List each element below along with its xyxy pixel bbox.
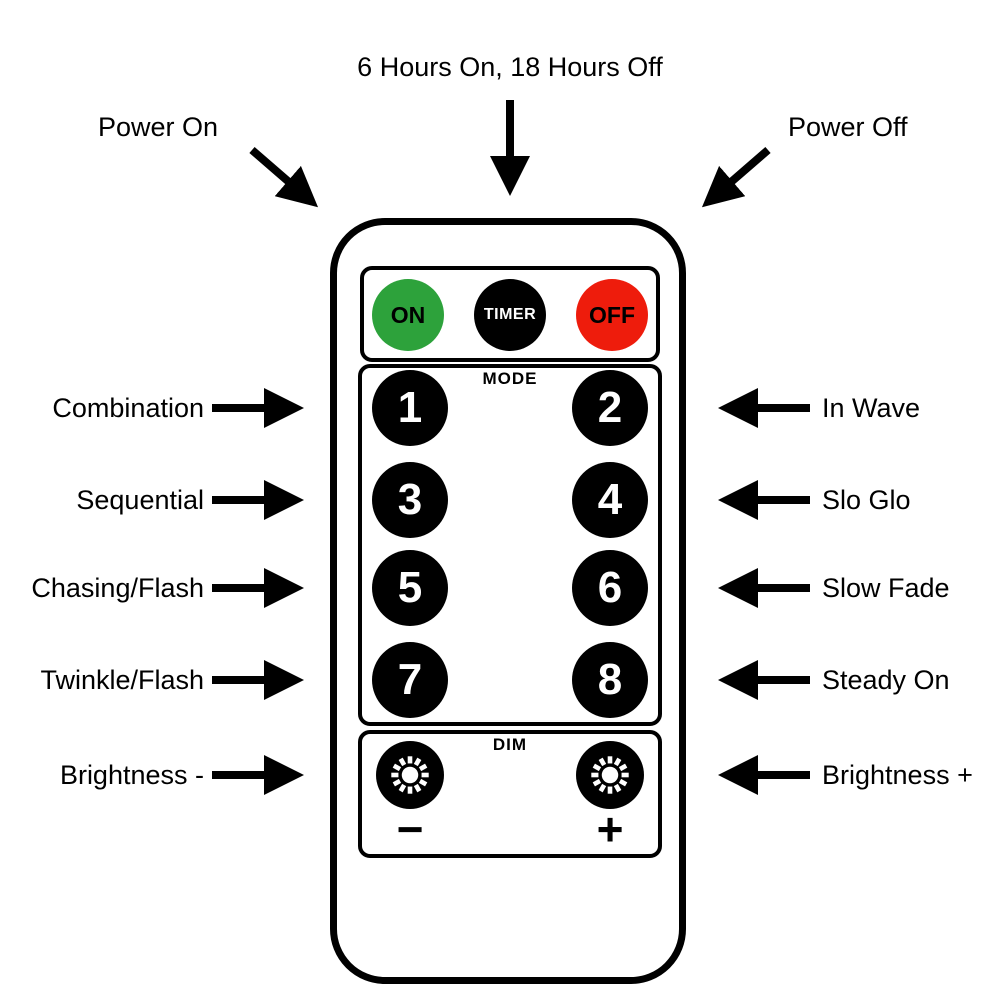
brightness-down-button[interactable] — [376, 741, 444, 809]
arrow-power-on — [249, 146, 319, 208]
label-twinkle-flash: Twinkle/Flash — [40, 665, 204, 695]
mode-button-4[interactable]: 4 — [572, 462, 648, 538]
label-slow-fade: Slow Fade — [822, 573, 950, 603]
mode-button-6[interactable]: 6 — [572, 550, 648, 626]
label-steady-on: Steady On — [822, 665, 950, 695]
on-button[interactable]: ON — [372, 279, 444, 351]
off-button[interactable]: OFF — [576, 279, 648, 351]
label-combination: Combination — [52, 393, 204, 423]
brightness-up-button[interactable] — [576, 741, 644, 809]
sunburst-icon — [391, 756, 429, 794]
sunburst-icon — [591, 756, 629, 794]
dim-plus-sign: + — [596, 803, 624, 855]
mode-button-1[interactable]: 1 — [372, 370, 448, 446]
label-slo-glo: Slo Glo — [822, 485, 911, 515]
label-brightness-plus: Brightness + — [822, 760, 973, 790]
mode-button-2[interactable]: 2 — [572, 370, 648, 446]
timer-button[interactable]: TIMER — [474, 279, 546, 351]
mode-button-7[interactable]: 7 — [372, 642, 448, 718]
power-on-annotation: Power On — [98, 112, 219, 142]
label-brightness-minus: Brightness - — [59, 760, 204, 790]
mode-button-3[interactable]: 3 — [372, 462, 448, 538]
mode-button-5[interactable]: 5 — [372, 550, 448, 626]
label-in-wave: In Wave — [822, 393, 921, 423]
label-sequential: Sequential — [76, 485, 204, 515]
mode-button-8[interactable]: 8 — [572, 642, 648, 718]
timer-annotation: 6 Hours On, 18 Hours Off — [357, 52, 663, 82]
arrow-power-off — [701, 146, 771, 208]
power-off-annotation: Power Off — [788, 112, 908, 142]
label-chasing-flash: Chasing/Flash — [31, 573, 204, 603]
dim-section-label: DIM — [492, 735, 528, 754]
mode-section-label: MODE — [482, 369, 538, 388]
dim-minus-sign: − — [396, 803, 424, 855]
